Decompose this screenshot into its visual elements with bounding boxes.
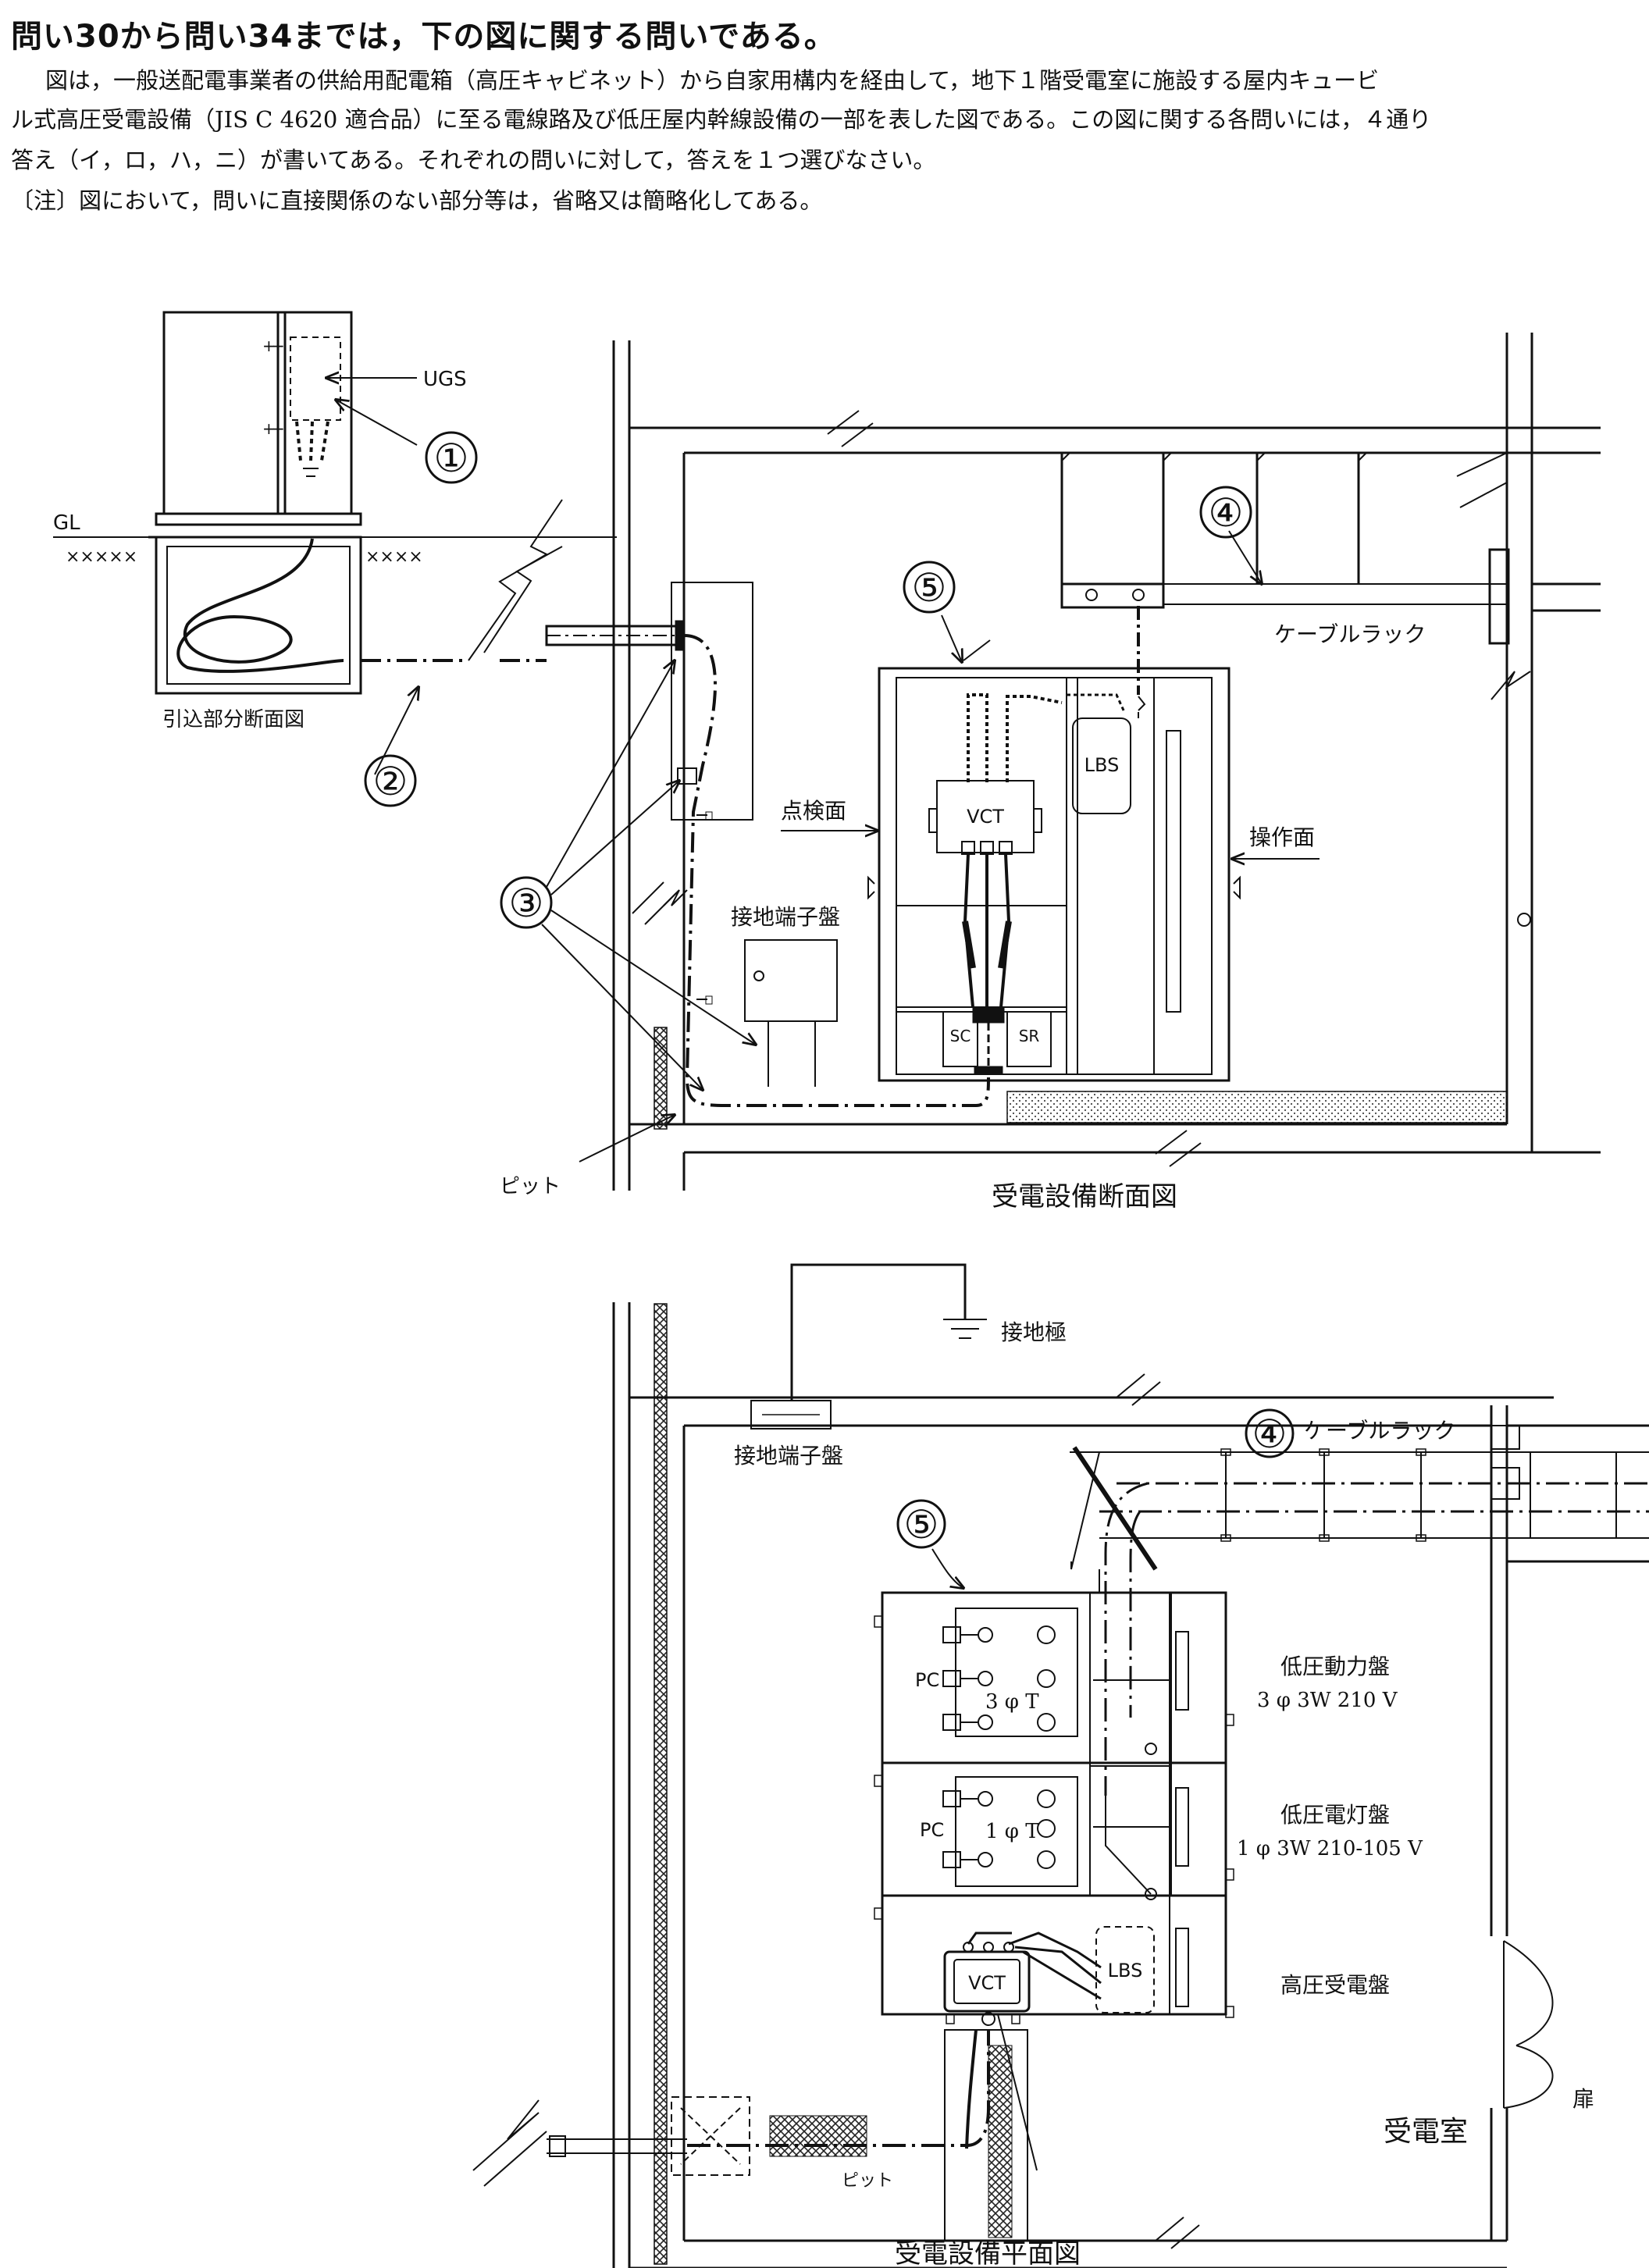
marker-1 (425, 431, 478, 484)
cubicle: VCT SC SR LBS ⑤ (781, 561, 1320, 1082)
marker-5 (903, 561, 956, 614)
plan-marker-4-label: ④ (1252, 1412, 1288, 1457)
power-panel-label: 低圧動力盤 (1280, 1654, 1390, 1679)
pc2-label: PC (920, 1819, 944, 1841)
vct-label: VCT (967, 806, 1004, 828)
pc1-label: PC (915, 1669, 939, 1691)
intro-paragraph-line3: 答え（イ，ロ，ハ，ニ）が書いてある。それぞれの問いに対して，答えを１つ選びなさい… (11, 147, 936, 173)
intake-caption: 引込部分断面図 (162, 708, 305, 732)
marker-3 (500, 876, 553, 929)
hv-panel-label: 高圧受電盤 (1280, 1972, 1390, 1998)
marker-4-label: ④ (1209, 490, 1244, 536)
ceiling-cable-rack: ④ ケーブルラック (1060, 452, 1507, 711)
plan-ground-panel-label: 接地端子盤 (734, 1443, 843, 1469)
section-view-caption: 受電設備断面図 (992, 1181, 1177, 1212)
note-paragraph: 〔注〕図において，問いに直接関係のない部分等は，省略又は簡略化してある。 (11, 187, 823, 214)
question-heading: 問い30から問い34までは，下の図に関する問いである。 (11, 19, 836, 55)
lighting-panel-spec: 1 φ 3W 210-105 V (1237, 1837, 1423, 1860)
ugs-label: UGS (423, 368, 467, 391)
plan-cubicle: PC 3 φ T PC 1 φ T VCT LBS (874, 1499, 1234, 2171)
sc-label: SC (950, 1027, 971, 1045)
plan-pit-label: ピット (842, 2171, 893, 2191)
ground-terminal-box: 接地端子盤 (731, 904, 840, 1087)
lbs-label: LBS (1084, 754, 1120, 776)
plan-lbs-label: LBS (1108, 1960, 1143, 1981)
t1-label: 1 φ T (985, 1820, 1039, 1843)
svg-text:+: + (262, 336, 276, 355)
operation-side-label: 操作面 (1249, 824, 1315, 850)
marker-2 (364, 754, 417, 807)
ground-line: GL ××××× ×××× (53, 511, 617, 567)
pit-label: ピット (500, 1175, 561, 1198)
plan-view-caption: 受電設備平面図 (895, 2238, 1081, 2268)
ground-panel-label: 接地端子盤 (731, 904, 840, 930)
plan-marker-5-label: ⑤ (904, 1502, 939, 1547)
ground-electrode: 接地極 接地端子盤 (734, 1263, 1067, 1469)
plan-marker-5 (896, 1499, 946, 1549)
svg-text:+: + (272, 336, 285, 355)
svg-text:×××××: ××××× (66, 547, 137, 567)
marker-3-label: ③ (509, 881, 544, 926)
supply-cabinet: + + + + (148, 311, 362, 695)
marker-4 (1199, 486, 1252, 539)
plan-marker-4 (1245, 1408, 1295, 1458)
inspection-side-label: 点検面 (781, 798, 846, 824)
door-label: 扉 (1572, 2086, 1594, 2112)
incoming-cable-run: ③ ピット (500, 634, 990, 1198)
svg-text:+: + (262, 419, 276, 438)
marker-5-label: ⑤ (912, 565, 947, 611)
marker-1-label: ① (434, 436, 469, 481)
plan-cable-rack-label: ケーブルラック (1304, 1418, 1455, 1444)
cable-rack-label: ケーブルラック (1274, 621, 1426, 647)
intro-paragraph-line1: 図は，一般送配電事業者の供給用配電箱（高圧キャビネット）から自家用構内を経由して… (45, 67, 1380, 94)
plan-view: 扉 接地極 接地端子盤 (472, 1263, 1649, 2268)
ground-electrode-label: 接地極 (1001, 1319, 1067, 1345)
power-panel-spec: 3 φ 3W 210 V (1257, 1689, 1398, 1712)
section-view: + + + + GL ××××× ×××× UGS ① 引込部分断面図 (53, 311, 1601, 1212)
sr-label: SR (1019, 1027, 1040, 1045)
plan-cable-rack: ④ ケーブルラック (1070, 1408, 1649, 1796)
lighting-panel-label: 低圧電灯盤 (1280, 1802, 1390, 1828)
plan-walls: 扉 (612, 1302, 1649, 2268)
t3-label: 3 φ T (985, 1690, 1039, 1714)
plan-vct-label: VCT (968, 1972, 1006, 1994)
room-label: 受電室 (1384, 2116, 1468, 2148)
gl-label: GL (53, 511, 80, 535)
marker-2-label: ② (373, 759, 408, 804)
svg-text:××××: ×××× (365, 547, 423, 567)
building-walls (612, 333, 1601, 1191)
intro-paragraph-line2: ル式高圧受電設備（JIS C 4620 適合品）に至る電線路及び低圧屋内幹線設備… (11, 106, 1432, 133)
plan-pit: ピット 受電室 (472, 2029, 1468, 2241)
svg-text:+: + (272, 419, 285, 438)
